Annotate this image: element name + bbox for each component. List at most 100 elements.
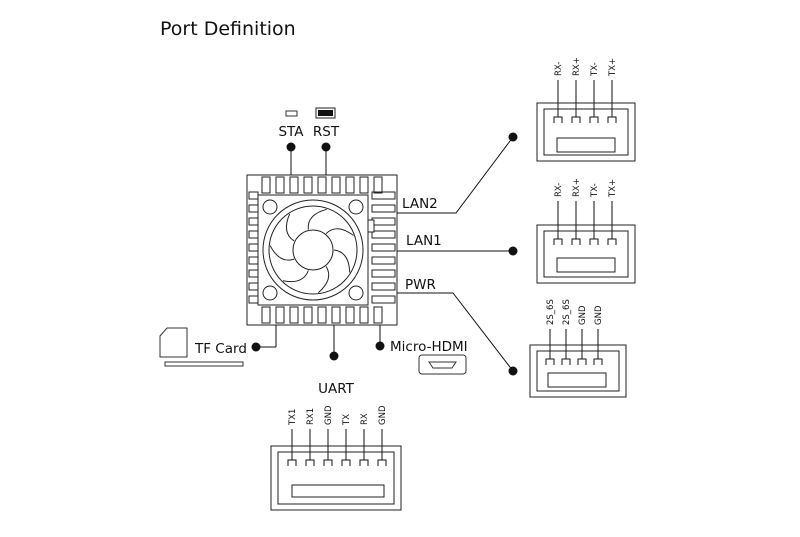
pin-label: TX-	[590, 183, 600, 198]
micro-hdmi-marker	[375, 341, 385, 351]
board-module	[246, 174, 398, 326]
pin-label: 2S_6S	[546, 299, 556, 325]
heatsink-fin	[371, 256, 396, 265]
pin-socket	[589, 116, 599, 123]
uart-label: UART	[318, 381, 355, 397]
pin-label: TX+	[608, 179, 618, 198]
status-led	[285, 110, 298, 117]
lan1-connector: RX- RX+ TX- TX+	[536, 178, 636, 284]
heatsink-fin	[331, 176, 341, 194]
fan-blade	[333, 249, 351, 273]
pin-label: RX-	[554, 62, 564, 76]
pin-socket	[553, 116, 563, 123]
connector-inner	[536, 350, 620, 392]
lan1-marker	[508, 246, 518, 256]
heatsink-fin	[373, 176, 383, 194]
rst-marker	[321, 142, 331, 152]
pin-label: GND	[578, 305, 588, 325]
sta-marker	[286, 142, 296, 152]
uart-marker	[329, 351, 339, 361]
pin-socket	[589, 238, 599, 245]
pin-label: TX-	[590, 62, 600, 77]
pin-label: GND	[324, 405, 334, 425]
pin-label: RX+	[572, 178, 582, 197]
pin-label: RX1	[306, 408, 316, 425]
pin-socket	[577, 358, 587, 365]
heatsink-fin	[359, 306, 369, 324]
cooling-fan	[257, 194, 375, 306]
heatsink-fin	[371, 269, 396, 278]
lan2-label: LAN2	[402, 196, 438, 212]
pin-socket	[561, 358, 571, 365]
pin-socket	[553, 238, 563, 245]
pwr-label: PWR	[405, 277, 436, 293]
heatsink-fin	[371, 295, 396, 304]
heatsink-fin	[331, 306, 341, 324]
heatsink-fin	[303, 176, 313, 194]
pin-label: RX+	[572, 57, 582, 76]
connector-inner	[543, 230, 629, 278]
heatsink-fin	[289, 176, 299, 194]
pin-socket	[593, 358, 603, 365]
heatsink-fin	[317, 176, 327, 194]
pin-label: RX-	[554, 183, 564, 197]
micro-hdmi-icon	[418, 354, 467, 375]
fan-blade	[325, 228, 354, 236]
tf-card-label: TF Card	[194, 341, 247, 357]
heatsink-fins	[248, 176, 396, 324]
heatsink-fin	[303, 306, 313, 324]
heatsink-fin	[371, 204, 396, 213]
pin-label: 2S_6S	[562, 299, 572, 325]
pin-socket	[607, 238, 617, 245]
micro-hdmi-label: Micro-HDMI	[390, 339, 468, 355]
heatsink-fin	[317, 306, 327, 324]
heatsink-fin	[373, 306, 383, 324]
heatsink-fin	[371, 243, 396, 252]
heatsink-fin	[371, 282, 396, 291]
heatsink-fin	[261, 306, 271, 324]
pin-label: TX+	[608, 58, 618, 77]
heatsink-fin	[275, 176, 285, 194]
tf-card-icon	[159, 327, 244, 367]
heatsink-fin	[359, 176, 369, 194]
pin-socket	[341, 459, 351, 466]
heatsink-fin	[275, 306, 285, 324]
pin-label: RX	[360, 413, 370, 425]
tf-card-marker	[251, 342, 261, 352]
connector-housing	[536, 102, 636, 162]
heatsink-fin	[345, 306, 355, 324]
sta-label: STA	[278, 124, 304, 140]
lan1-label: LAN1	[406, 233, 442, 249]
fan-blade	[285, 213, 295, 242]
heatsink-fin	[371, 191, 396, 200]
pin-socket	[359, 459, 369, 466]
pwr-marker	[508, 366, 518, 376]
page-title: Port Definition	[160, 18, 296, 40]
pin-label: GND	[594, 305, 604, 325]
pin-label: GND	[378, 405, 388, 425]
pwr-connector: 2S_6S 2S_6S GND GND	[529, 299, 627, 398]
fan-blade	[307, 208, 327, 230]
connector-housing	[536, 224, 636, 284]
heatsink-fin	[345, 176, 355, 194]
pin-socket	[607, 116, 617, 123]
connector-inner	[277, 451, 395, 505]
heatsink-fin	[261, 176, 271, 194]
connector-housing	[529, 344, 627, 398]
pin-socket	[287, 459, 297, 466]
pin-socket	[571, 116, 581, 123]
connector-slot	[556, 137, 616, 153]
pin-label: TX1	[288, 409, 298, 426]
pin-socket	[571, 238, 581, 245]
fan-blade	[282, 270, 309, 283]
lan2-connector: RX- RX+ TX- TX+	[536, 57, 636, 162]
connector-slot	[547, 372, 607, 388]
reset-switch-knob	[318, 110, 333, 116]
rst-label: RST	[313, 124, 340, 140]
pin-socket	[545, 358, 555, 365]
pin-socket	[323, 459, 333, 466]
pin-socket	[377, 459, 387, 466]
